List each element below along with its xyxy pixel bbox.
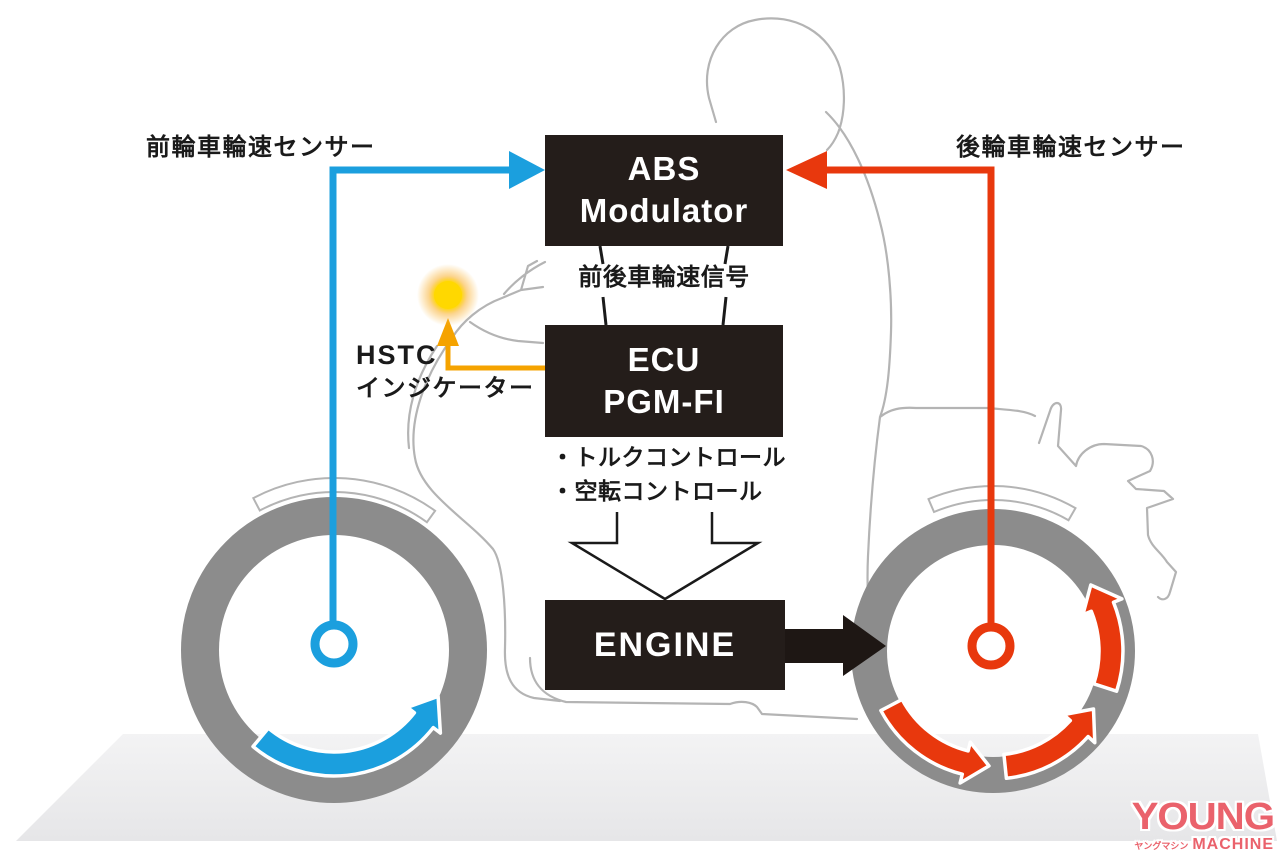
rear-sensor-line — [827, 166, 995, 627]
slip-control-item: ・空転コントロール — [551, 478, 763, 504]
front-wheel-rotation-arrow-icon — [251, 694, 443, 778]
front-sensor-line — [329, 166, 509, 626]
motorcycle-rider-outline — [407, 17, 1178, 736]
rear-wheel-hub-sensor — [967, 622, 1015, 670]
torque-control-item: ・トルクコントロール — [551, 444, 786, 470]
rear-sensor-arrowhead-icon — [786, 151, 827, 189]
ecu-pgmfi-box: ECU PGM-FI — [545, 325, 783, 437]
hstc-label: HSTC — [356, 340, 438, 370]
abs-ecu-connector-lines — [598, 245, 730, 326]
front-wheel-speed-sensor-label: 前輪車輪速センサー — [146, 134, 376, 161]
ecu-box-line2: PGM-FI — [603, 383, 725, 420]
rear-wheel-speed-sensor-label: 後輪車輪速センサー — [956, 134, 1186, 161]
hstc-indicator-light — [434, 281, 462, 309]
ecu-box-line1: ECU — [627, 341, 701, 378]
hstc-indicator-label: インジケーター — [356, 375, 535, 402]
abs-box-line2: Modulator — [579, 192, 749, 229]
abs-box-line1: ABS — [627, 150, 701, 187]
rear-wheel-spin-arrow-3-icon — [1081, 583, 1125, 693]
logo-young-text: YOUNG — [1131, 796, 1275, 838]
engine-box-label: ENGINE — [593, 626, 737, 664]
young-machine-logo: YOUNG ヤングマシン MACHINE — [1122, 798, 1275, 850]
rear-wheel-spin-arrow-1-icon — [879, 697, 991, 785]
front-fender — [251, 476, 437, 524]
rear-fender — [927, 485, 1077, 522]
hstc-arrowhead-icon — [437, 318, 459, 346]
wheel-speed-signal-label: 前後車輪速信号 — [578, 264, 750, 291]
engine-box: ENGINE — [545, 600, 785, 690]
logo-katakana-text: ヤングマシン — [1134, 841, 1189, 850]
hstc-indicator-line — [445, 344, 545, 371]
front-wheel-hub-sensor — [310, 620, 358, 668]
front-sensor-arrowhead-icon — [509, 151, 545, 189]
logo-machine-text: MACHINE — [1192, 836, 1274, 850]
abs-modulator-box: ABS Modulator — [545, 135, 783, 246]
control-flow-funnel-arrow-icon — [567, 512, 763, 601]
rear-wheel-spin-arrow-2-icon — [1002, 707, 1097, 781]
engine-to-rear-wheel-arrow-icon — [785, 615, 886, 676]
